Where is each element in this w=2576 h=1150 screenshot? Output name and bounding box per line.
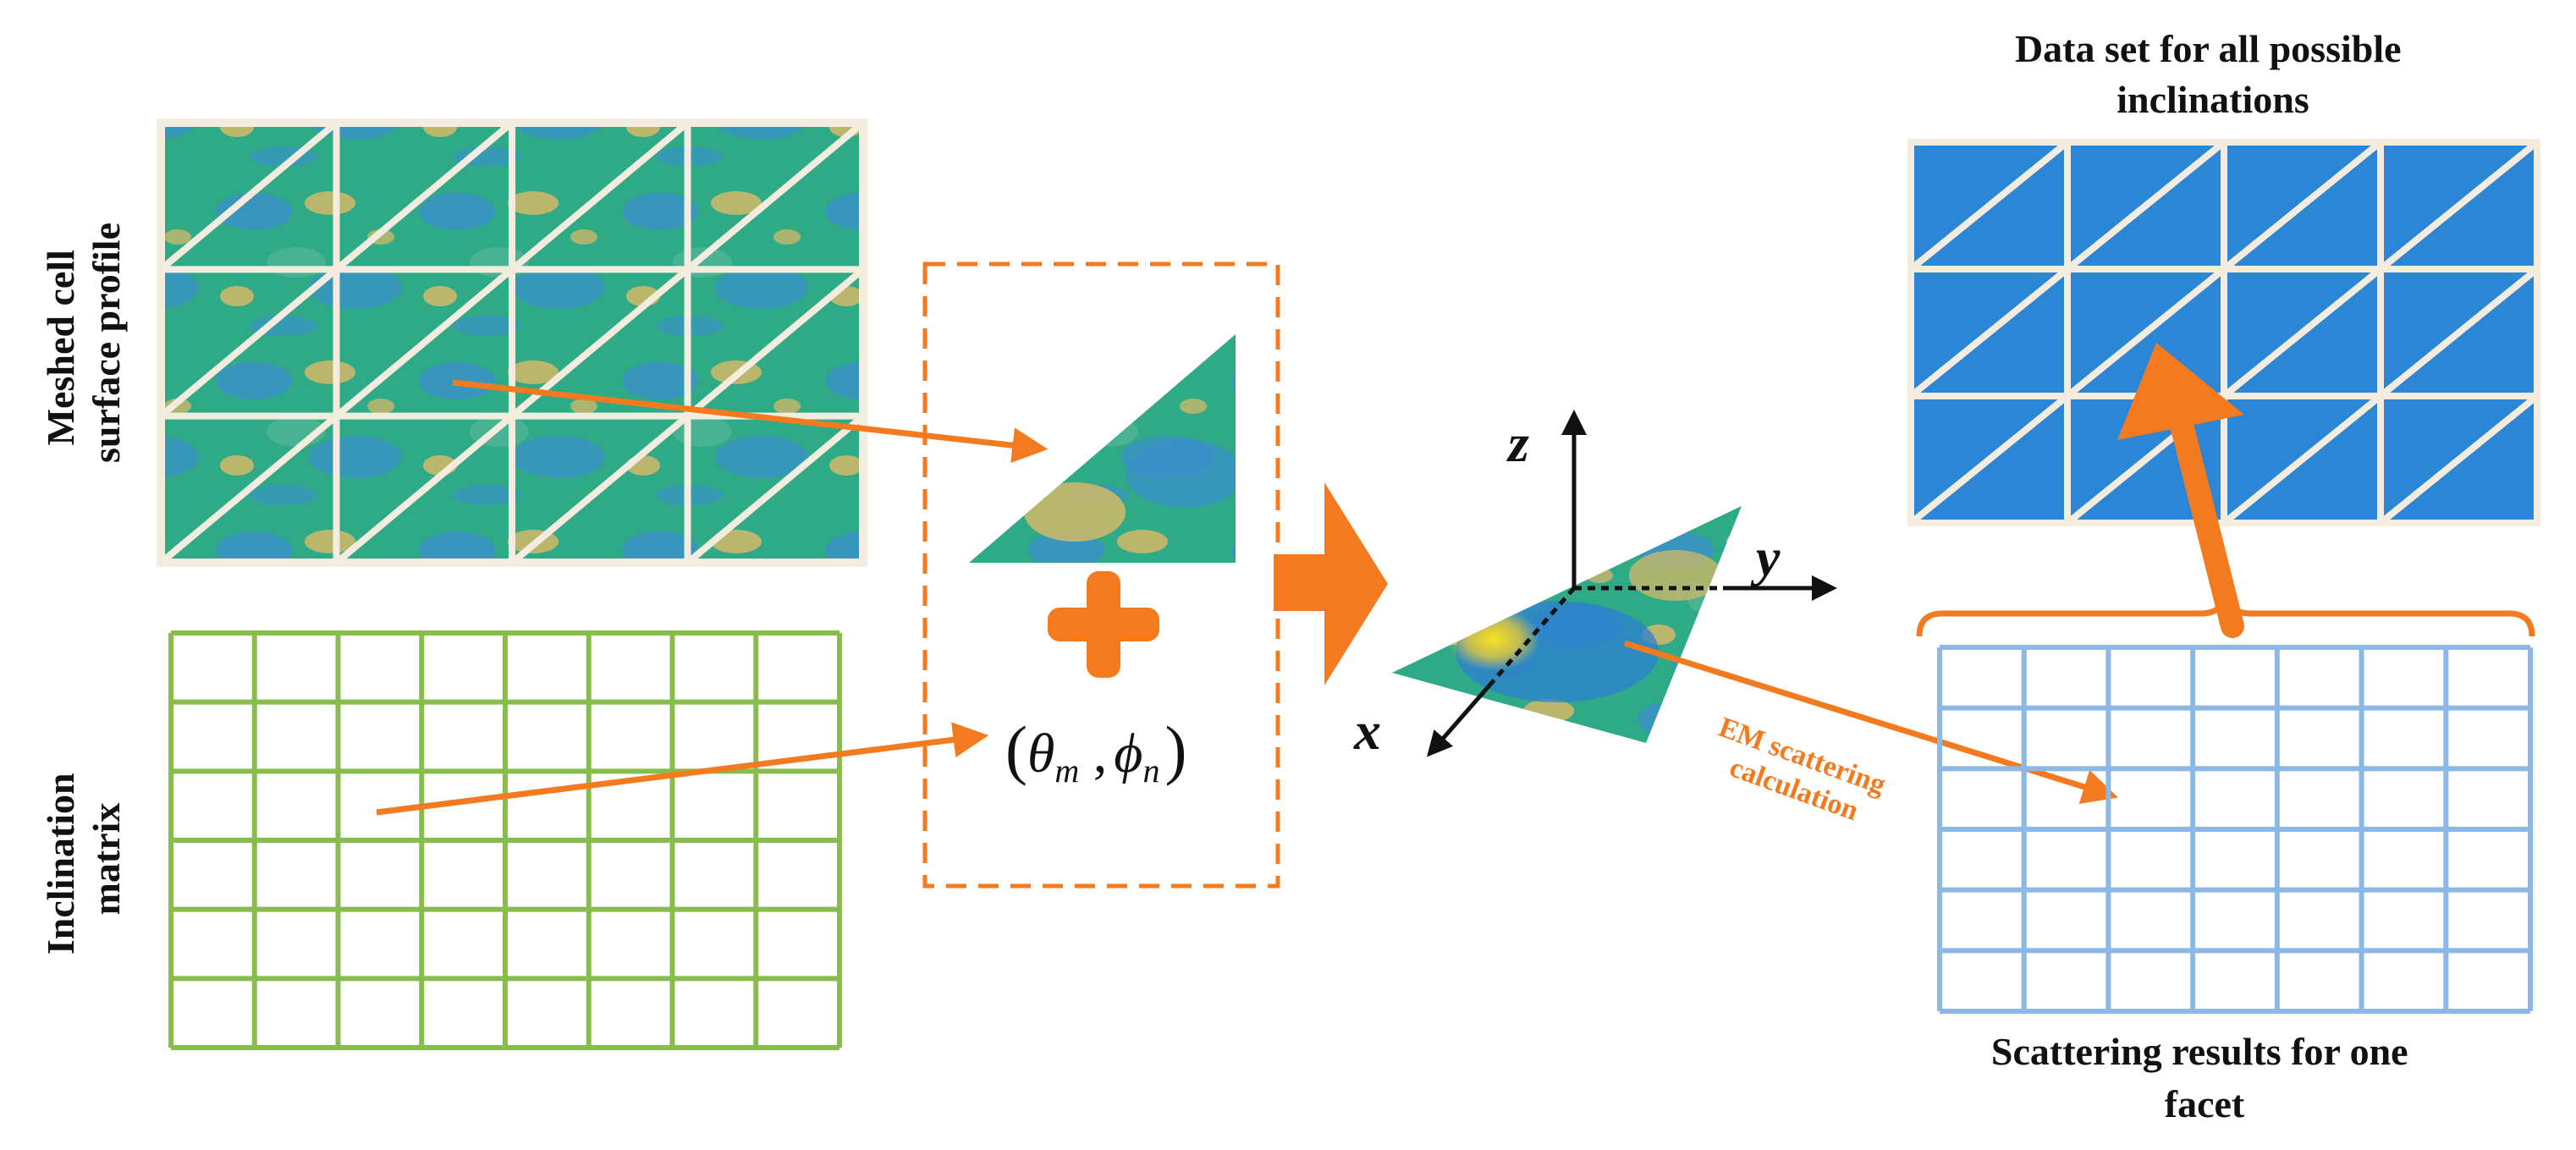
mesh-diagonal-line (333, 267, 515, 419)
combine-arrow (1274, 482, 1388, 685)
results-brace (1916, 592, 2535, 637)
mesh-diagonal-line (1908, 139, 2070, 272)
tilted-facet (1392, 506, 1742, 743)
mesh-diagonal-line (685, 119, 866, 272)
mesh-diagonal-line (1908, 393, 2070, 526)
mesh-diagonal-line (2221, 393, 2383, 526)
mesh-diagonal-line (2221, 139, 2383, 272)
mesh-diagonal-line (333, 413, 515, 566)
mesh-diagonal-line (2378, 139, 2540, 272)
inclination-matrix-grid (168, 630, 842, 1050)
mesh-diagonal-line (509, 413, 691, 566)
mesh-diagonal-line (158, 119, 339, 272)
mesh-diagonal-line (685, 413, 866, 566)
results-title: Scattering results for one facet (1991, 1030, 2418, 1125)
mesh-diagonal-line (333, 119, 515, 272)
coordinate-axes: z y x (1353, 410, 1837, 761)
inclination-selection-arrow (376, 722, 989, 816)
dataset-title: Data set for all possible inclinations (2015, 27, 2411, 121)
mesh-diagonal-line (2065, 139, 2226, 272)
combination-box (922, 261, 1280, 889)
mesh-diagonal-line (2378, 266, 2540, 399)
em-scattering-label: EM scattering calculation (1703, 712, 1896, 835)
mesh-diagonal-line (1908, 266, 2070, 399)
x-axis (1427, 684, 1491, 757)
scattering-results-grid (1937, 645, 2533, 1014)
mesh-diagonal-line (509, 119, 691, 272)
meshed-surface-panel (157, 118, 867, 567)
mesh-diagonal-line (158, 413, 339, 566)
y-axis-label: y (1750, 527, 1781, 587)
x-axis-label: x (1353, 701, 1381, 761)
meshed-surface-label: Meshed cell surface profile (39, 223, 128, 463)
inclination-matrix-label: Inclination matrix (39, 763, 128, 955)
mesh-diagonal-line (158, 267, 339, 419)
mesh-diagonal-line (2378, 393, 2540, 526)
accumulate-arrow-head (2117, 343, 2244, 440)
dataset-grid (1907, 139, 2540, 526)
z-axis-label: z (1506, 413, 1529, 473)
selected-facet (969, 334, 1236, 563)
mesh-diagonal-line (2221, 266, 2383, 399)
facet-selection-arrow (452, 379, 1049, 464)
mesh-diagonal-line (685, 267, 866, 419)
inclination-parameter-label: (θm ,ϕn) (1005, 713, 1186, 790)
accumulate-arrow-shaft (2163, 386, 2244, 638)
mesh-diagonal-line (2065, 266, 2226, 399)
plus-icon (1048, 571, 1159, 678)
mesh-lines (158, 119, 866, 566)
